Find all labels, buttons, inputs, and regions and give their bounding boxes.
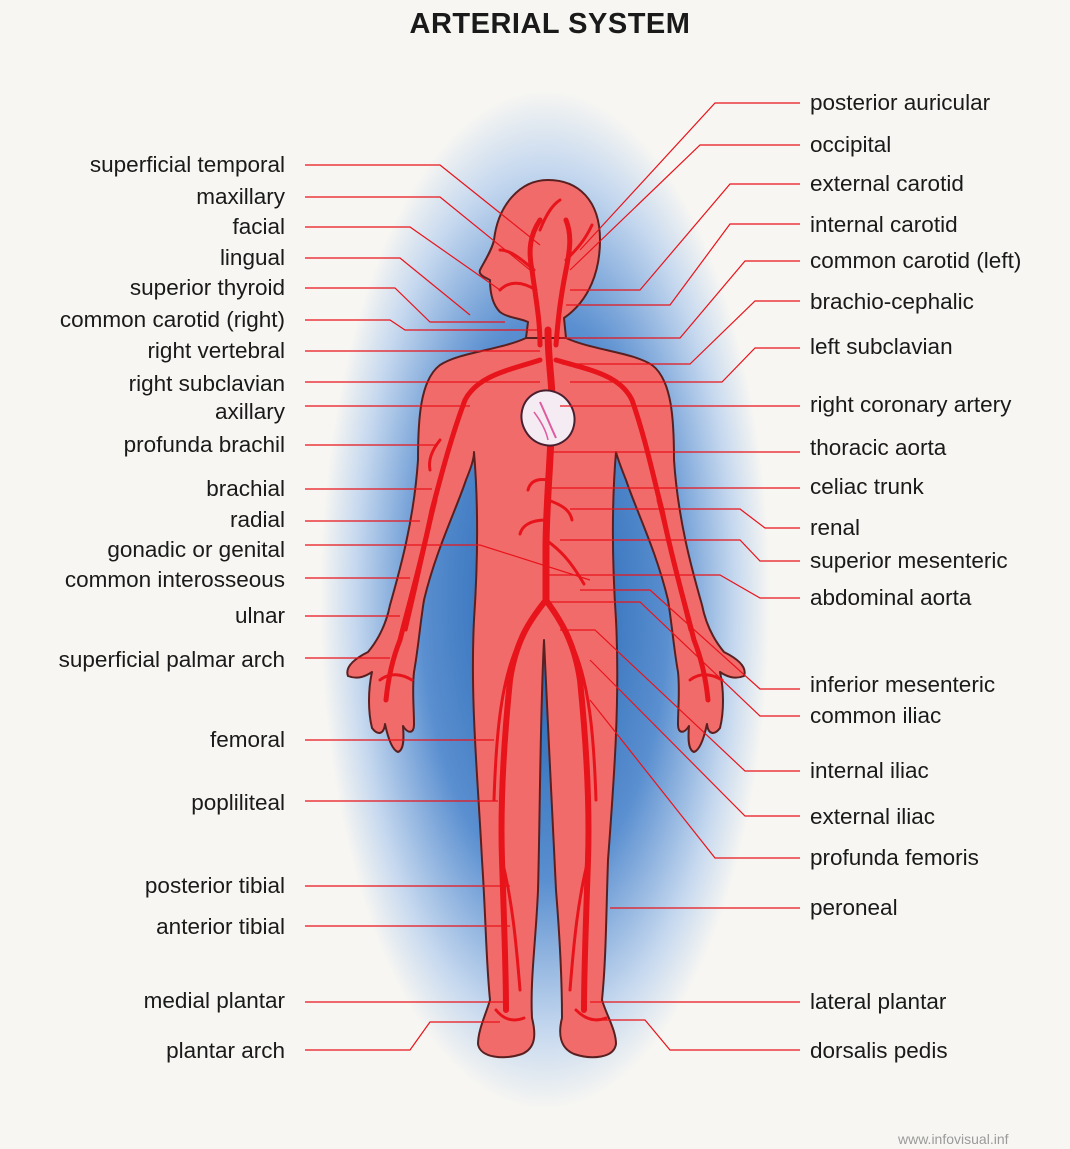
label-axillary: axillary (215, 399, 285, 425)
label-dorsalis-pedis: dorsalis pedis (810, 1038, 948, 1064)
label-right-subclavian: right subclavian (129, 371, 285, 397)
label-maxillary: maxillary (196, 184, 285, 210)
label-popliliteal: popliliteal (191, 790, 285, 816)
label-celiac-trunk: celiac trunk (810, 474, 924, 500)
label-anterior-tibial: anterior tibial (156, 914, 285, 940)
label-lateral-plantar: lateral plantar (810, 989, 946, 1015)
label-plantar-arch: plantar arch (166, 1038, 285, 1064)
label-superior-thyroid: superior thyroid (130, 275, 285, 301)
label-right-coronary-artery: right coronary artery (810, 392, 1011, 418)
label-superior-mesenteric: superior mesenteric (810, 548, 1008, 574)
label-superficial-temporal: superficial temporal (90, 152, 285, 178)
label-left-subclavian: left subclavian (810, 334, 953, 360)
label-brachio-cephalic: brachio-cephalic (810, 289, 974, 315)
label-gonadic-or-genital: gonadic or genital (107, 537, 285, 563)
label-posterior-auricular: posterior auricular (810, 90, 990, 116)
label-thoracic-aorta: thoracic aorta (810, 435, 946, 461)
label-internal-carotid: internal carotid (810, 212, 958, 238)
label-inferior-mesenteric: inferior mesenteric (810, 672, 995, 698)
label-occipital: occipital (810, 132, 891, 158)
label-common-carotid-left: common carotid (left) (810, 248, 1021, 274)
label-superficial-palmar-arch: superficial palmar arch (59, 647, 285, 673)
label-facial: facial (232, 214, 285, 240)
label-brachial: brachial (206, 476, 285, 502)
label-profunda-femoris: profunda femoris (810, 845, 979, 871)
label-femoral: femoral (210, 727, 285, 753)
label-common-iliac: common iliac (810, 703, 941, 729)
label-internal-iliac: internal iliac (810, 758, 929, 784)
label-posterior-tibial: posterior tibial (145, 873, 285, 899)
label-radial: radial (230, 507, 285, 533)
diagram-title: ARTERIAL SYSTEM (0, 8, 1070, 41)
label-external-iliac: external iliac (810, 804, 935, 830)
label-renal: renal (810, 515, 860, 541)
label-abdominal-aorta: abdominal aorta (810, 585, 971, 611)
label-medial-plantar: medial plantar (144, 988, 285, 1014)
label-ulnar: ulnar (235, 603, 285, 629)
label-lingual: lingual (220, 245, 285, 271)
label-peroneal: peroneal (810, 895, 898, 921)
label-common-carotid-right: common carotid (right) (60, 307, 285, 333)
label-external-carotid: external carotid (810, 171, 964, 197)
label-right-vertebral: right vertebral (147, 338, 285, 364)
label-profunda-brachil: profunda brachil (124, 432, 285, 458)
watermark: www.infovisual.inf (898, 1131, 1009, 1147)
label-common-interosseous: common interosseous (65, 567, 285, 593)
